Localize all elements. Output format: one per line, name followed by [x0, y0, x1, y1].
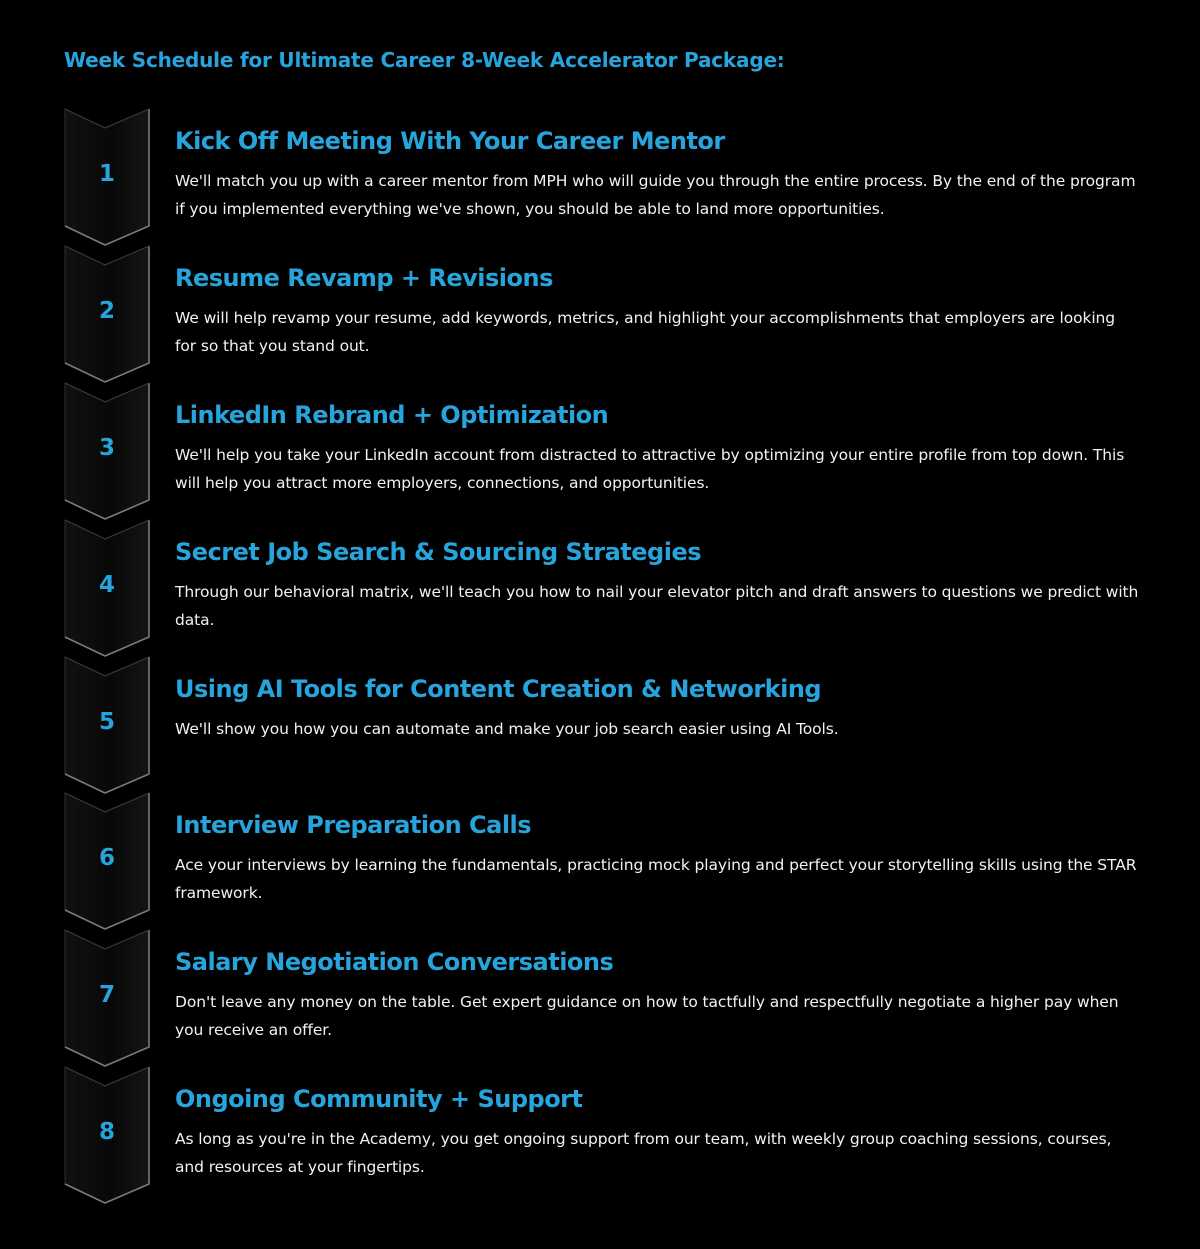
step-description: Through our behavioral matrix, we'll tea…: [175, 583, 1139, 629]
page-title: Week Schedule for Ultimate Career 8-Week…: [64, 48, 785, 72]
step-number: 6: [98, 845, 115, 871]
chevron-shape-icon: [64, 1066, 150, 1204]
chevron-shape-icon: [64, 929, 150, 1067]
step-title: Resume Revamp + Revisions: [175, 264, 553, 292]
step-description: We'll show you how you can automate and …: [175, 720, 839, 738]
step-description: We will help revamp your resume, add key…: [175, 309, 1115, 355]
step-chevron-badge: [62, 519, 152, 657]
chevron-shape-icon: [64, 519, 150, 657]
chevron-shape-icon: [64, 656, 150, 794]
step-description: Don't leave any money on the table. Get …: [175, 993, 1119, 1039]
step-chevron-badge: [62, 108, 152, 246]
step-title: Salary Negotiation Conversations: [175, 948, 614, 976]
step-chevron-badge: [62, 1066, 152, 1204]
step-number: 2: [98, 298, 115, 324]
step-number: 5: [98, 709, 115, 735]
step-chevron-badge: [62, 382, 152, 520]
step-chevron-badge: [62, 929, 152, 1067]
schedule-step-8: 8 Ongoing Community + Support As long as…: [0, 1066, 1200, 1204]
chevron-shape-icon: [64, 108, 150, 246]
schedule-step-4: 4 Secret Job Search & Sourcing Strategie…: [0, 519, 1200, 657]
step-chevron-badge: [62, 245, 152, 383]
schedule-step-1: 1 Kick Off Meeting With Your Career Ment…: [0, 108, 1200, 246]
step-number: 1: [98, 161, 115, 187]
chevron-shape-icon: [64, 792, 150, 930]
step-chevron-badge: [62, 792, 152, 930]
chevron-shape-icon: [64, 245, 150, 383]
step-title: Ongoing Community + Support: [175, 1085, 583, 1113]
step-number: 8: [98, 1119, 115, 1145]
step-title: Secret Job Search & Sourcing Strategies: [175, 538, 702, 566]
step-description: As long as you're in the Academy, you ge…: [175, 1130, 1112, 1176]
step-description: We'll match you up with a career mentor …: [175, 172, 1136, 218]
step-title: Kick Off Meeting With Your Career Mentor: [175, 127, 725, 155]
chevron-shape-icon: [64, 382, 150, 520]
step-description: Ace your interviews by learning the fund…: [175, 856, 1137, 902]
step-number: 4: [98, 572, 115, 598]
step-title: Using AI Tools for Content Creation & Ne…: [175, 675, 822, 703]
step-number: 3: [98, 435, 115, 461]
step-description: We'll help you take your LinkedIn accoun…: [175, 446, 1125, 492]
step-title: Interview Preparation Calls: [175, 811, 532, 839]
schedule-step-3: 3 LinkedIn Rebrand + Optimization We'll …: [0, 382, 1200, 520]
schedule-step-7: 7 Salary Negotiation Conversations Don't…: [0, 929, 1200, 1067]
schedule-step-2: 2 Resume Revamp + Revisions We will help…: [0, 245, 1200, 383]
schedule-step-5: 5 Using AI Tools for Content Creation & …: [0, 656, 1200, 794]
step-number: 7: [98, 982, 115, 1008]
step-title: LinkedIn Rebrand + Optimization: [175, 401, 609, 429]
schedule-step-6: 6 Interview Preparation Calls Ace your i…: [0, 792, 1200, 930]
step-chevron-badge: [62, 656, 152, 794]
